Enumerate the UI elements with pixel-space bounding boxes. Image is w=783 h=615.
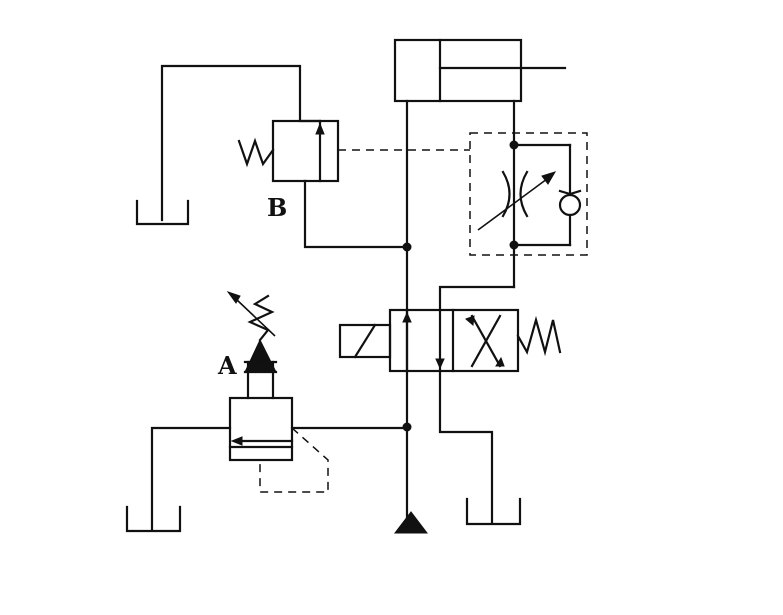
tank-icon: [125, 505, 182, 533]
throttle-check-valve: [469, 99, 588, 289]
label-b: B: [267, 193, 287, 222]
tank-icon: [465, 497, 522, 526]
relief-valve-a: [150, 291, 409, 532]
pump-icon: [393, 511, 429, 534]
tank-icon: [135, 199, 190, 226]
solenoid-directional-valve: [338, 285, 562, 525]
sequence-valve-b: [160, 64, 470, 249]
hydraulic-cylinder: [393, 38, 567, 103]
label-a: A: [217, 351, 237, 380]
